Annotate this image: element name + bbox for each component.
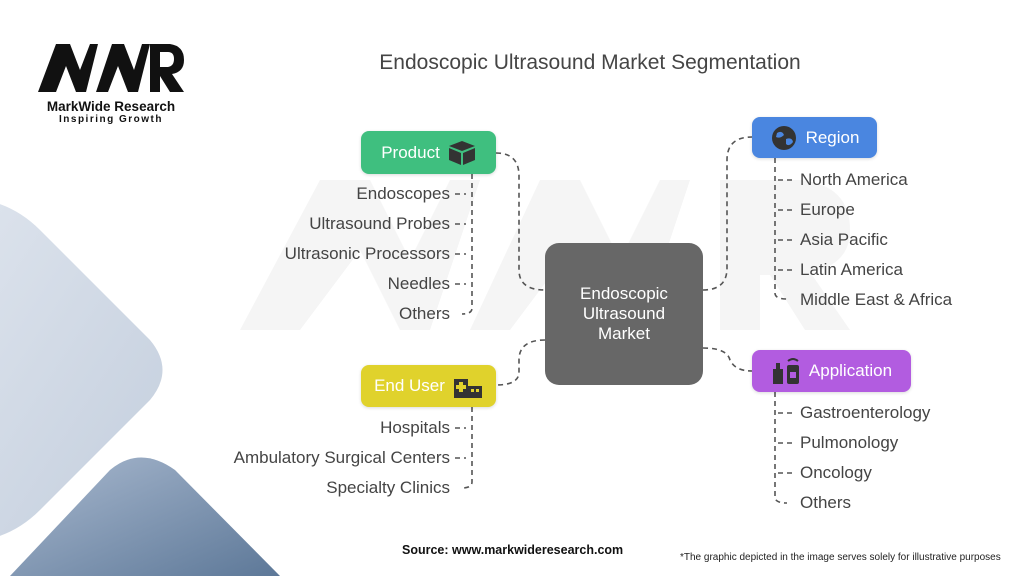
logo-tagline: Inspiring Growth [59, 114, 163, 125]
end-user-label: End User [374, 376, 445, 395]
list-item: Europe [800, 200, 855, 219]
center-line: Ultrasound [582, 304, 666, 323]
end-user-items: Hospitals Ambulatory Surgical Centers Sp… [150, 418, 450, 508]
list-item: Ultrasound Probes [309, 214, 450, 233]
logo-name: MarkWide Research [46, 99, 176, 114]
list-item: North America [800, 170, 908, 189]
source-text: Source: www.markwideresearch.com [402, 543, 624, 557]
list-item: Gastroenterology [800, 403, 931, 422]
list-item: Hospitals [380, 418, 450, 437]
list-item: Ultrasonic Processors [284, 244, 450, 263]
application-items: Gastroenterology Pulmonology Oncology Ot… [800, 403, 1020, 523]
list-item: Middle East & Africa [800, 290, 953, 309]
region-node: Region [752, 117, 877, 158]
list-item: Pulmonology [800, 433, 899, 452]
medical-device-icon [772, 358, 799, 384]
application-label: Application [808, 361, 893, 380]
list-item: Ambulatory Surgical Centers [233, 448, 450, 467]
list-item: Latin America [800, 260, 903, 279]
product-label: Product [381, 142, 440, 162]
application-node: Application [752, 350, 911, 392]
region-label: Region [805, 127, 860, 147]
globe-icon [771, 125, 796, 150]
disclaimer-text: *The graphic depicted in the image serve… [680, 552, 1001, 563]
list-item: Oncology [800, 463, 872, 482]
list-item: Needles [387, 274, 450, 293]
cube-icon [448, 140, 475, 165]
list-item: Others [398, 304, 450, 323]
list-item: Asia Pacific [800, 230, 888, 249]
end-user-node: End User [361, 365, 496, 407]
product-node: Product [361, 131, 496, 174]
product-items: Endoscopes Ultrasound Probes Ultrasonic … [200, 184, 450, 334]
page-title: Endoscopic Ultrasound Market Segmentatio… [379, 51, 801, 74]
logo: MarkWide Research Inspiring Growth [36, 40, 186, 125]
center-line: Market [598, 324, 650, 343]
list-item: Endoscopes [356, 184, 450, 203]
hospital-icon [453, 379, 482, 398]
list-item: Specialty Clinics [326, 478, 450, 497]
center-line: Endoscopic [580, 284, 668, 303]
region-items: North America Europe Asia Pacific Latin … [800, 170, 1020, 320]
mwr-logo-icon [38, 44, 184, 92]
list-item: Others [800, 493, 852, 512]
